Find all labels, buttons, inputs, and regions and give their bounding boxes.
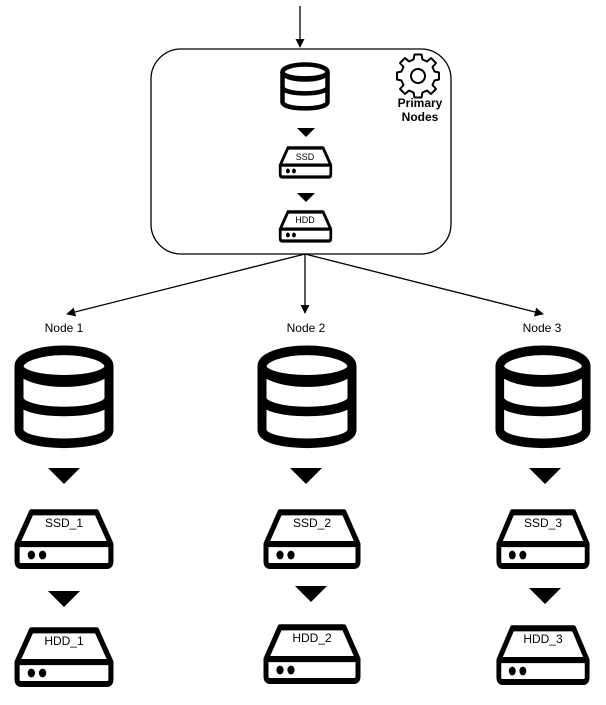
triangle-down-icon <box>297 128 315 137</box>
triangle-down-icon <box>290 468 322 484</box>
connector-node-1 <box>66 253 306 317</box>
node-1-ssd-label: SSD_1 <box>45 516 83 530</box>
node-3-label: Node 3 <box>523 321 562 335</box>
primary-title-line2: Nodes <box>402 110 439 124</box>
node-1-label: Node 1 <box>45 321 84 335</box>
triangle-down-icon <box>48 468 80 484</box>
primary-hdd-label: HDD <box>295 215 315 225</box>
node-1: Node 1 SSD_1 HDD_1 <box>17 321 111 684</box>
database-icon <box>262 350 352 443</box>
node-2-label: Node 2 <box>287 321 326 335</box>
node-2: Node 2 SSD_2 HDD_2 <box>262 321 358 681</box>
triangle-down-icon <box>297 193 315 202</box>
node-3: Node 3 SSD_3 HDD_3 <box>499 321 587 682</box>
triangle-down-icon <box>529 468 561 484</box>
node-2-hdd-label: HDD_2 <box>292 631 332 645</box>
triangle-down-icon <box>529 588 561 604</box>
database-icon <box>500 350 586 443</box>
triangle-down-icon <box>48 591 80 607</box>
node-3-hdd-label: HDD_3 <box>523 632 563 646</box>
node-3-ssd-label: SSD_3 <box>524 516 562 530</box>
node-2-ssd-label: SSD_2 <box>293 516 331 530</box>
triangle-down-icon <box>295 586 327 602</box>
connector-node-3 <box>304 253 544 317</box>
primary-title-line1: Primary <box>398 96 443 110</box>
node-1-hdd-label: HDD_1 <box>44 634 84 648</box>
database-icon <box>19 350 109 443</box>
primary-ssd-label: SSD <box>296 152 315 162</box>
